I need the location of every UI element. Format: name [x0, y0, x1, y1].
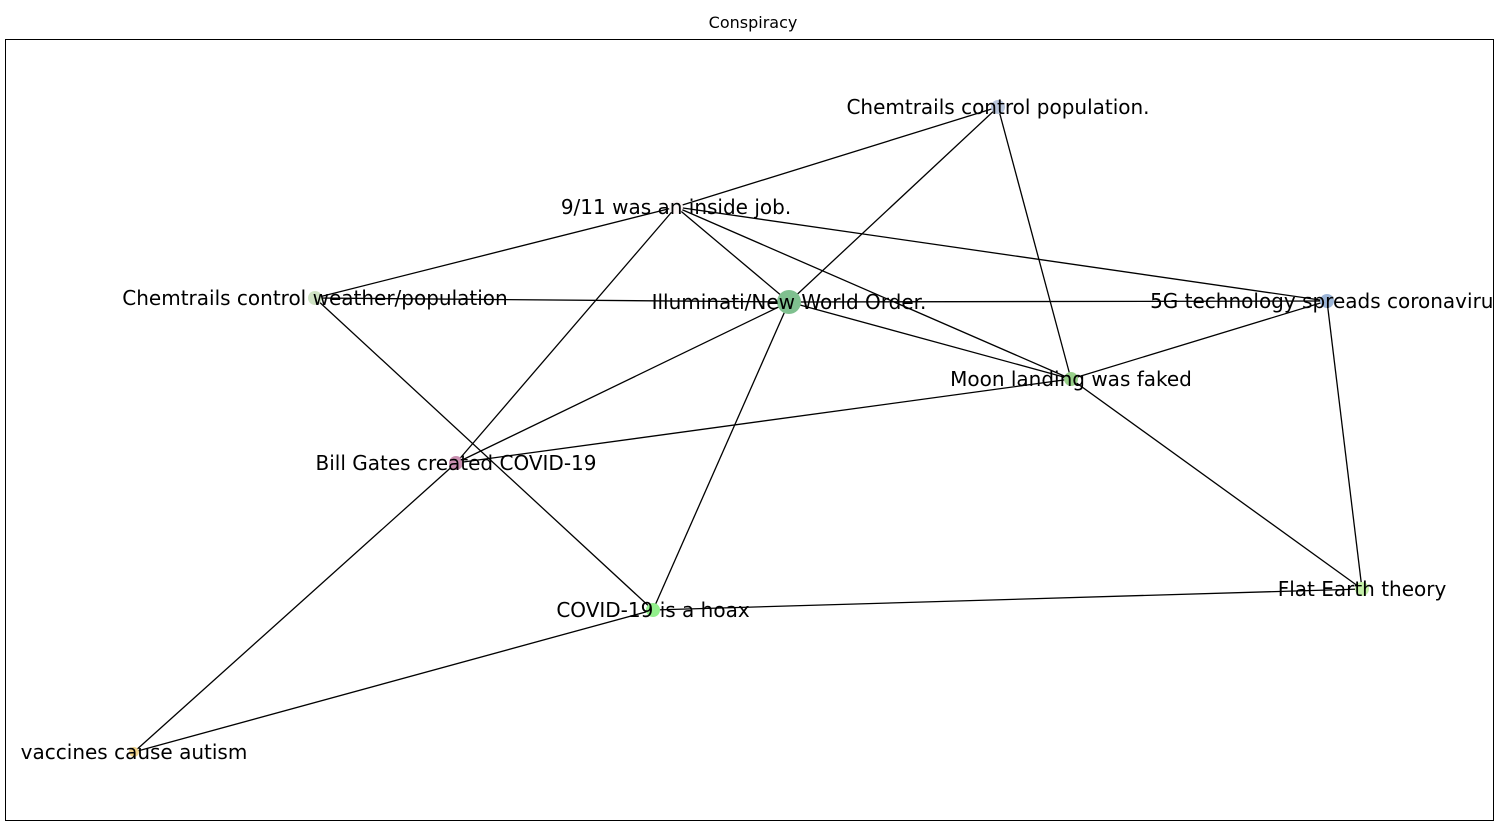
node-label-moon: Moon landing was faked: [950, 367, 1192, 391]
chart-title: Conspiracy: [708, 13, 798, 32]
node-moon[interactable]: [1064, 372, 1078, 386]
node-label-nine_eleven: 9/11 was an inside job.: [561, 195, 791, 219]
node-fiveg[interactable]: [1320, 294, 1334, 308]
edge-billgates-vaccines: [133, 462, 457, 753]
node-chemtrails_pop[interactable]: [991, 100, 1005, 114]
node-label-flat_earth: Flat Earth theory: [1278, 577, 1447, 601]
edge-moon-flat_earth: [1070, 378, 1363, 590]
nodes-group: [129, 100, 1369, 757]
node-label-chemtrails_weather: Chemtrails control weather/population: [122, 286, 507, 310]
edge-chemtrails_weather-illuminati: [314, 297, 790, 303]
edge-nine_eleven-fiveg: [675, 206, 1328, 302]
node-billgates[interactable]: [449, 456, 463, 470]
edge-covid_hoax-flat_earth: [652, 588, 1363, 611]
node-vaccines[interactable]: [129, 747, 139, 757]
edge-illuminati-billgates: [455, 301, 790, 464]
labels-group: Chemtrails control population. 9/11 was a…: [21, 95, 1504, 764]
node-label-vaccines: vaccines cause autism: [21, 740, 248, 764]
edge-nine_eleven-illuminati: [675, 206, 790, 303]
edge-nine_eleven-chemtrails_weather: [314, 206, 677, 299]
edge-moon-billgates: [455, 378, 1072, 464]
edge-chemtrails_pop-illuminati: [788, 106, 999, 303]
node-illuminati[interactable]: [777, 290, 801, 314]
edge-illuminati-fiveg: [788, 300, 1328, 303]
edge-illuminati-covid_hoax: [652, 301, 790, 611]
node-covid_hoax[interactable]: [646, 603, 660, 617]
node-label-illuminati: Illuminati/New World Order.: [652, 290, 927, 314]
edge-moon-fiveg: [1070, 300, 1328, 380]
edge-illuminati-moon: [788, 301, 1072, 380]
node-nine_eleven[interactable]: [669, 200, 683, 214]
edge-nine_eleven-chemtrails_pop: [675, 106, 999, 208]
edge-nine_eleven-moon: [675, 206, 1072, 380]
edge-covid_hoax-vaccines: [133, 609, 654, 753]
node-flat_earth[interactable]: [1355, 582, 1369, 596]
node-chemtrails_weather[interactable]: [308, 291, 322, 305]
node-label-chemtrails_pop: Chemtrails control population.: [846, 95, 1149, 119]
edge-chemtrails_weather-covid_hoax: [314, 297, 654, 611]
edge-chemtrails_pop-moon: [997, 106, 1072, 380]
plot-frame: [5, 39, 1494, 821]
edges-group: [133, 106, 1363, 753]
node-label-fiveg: 5G technology spreads coronavirus: [1150, 289, 1504, 313]
node-label-covid_hoax: COVID-19 is a hoax: [556, 598, 749, 622]
node-label-billgates: Bill Gates created COVID-19: [316, 451, 597, 475]
edge-fiveg-flat_earth: [1326, 300, 1363, 590]
edge-nine_eleven-billgates: [455, 206, 677, 464]
